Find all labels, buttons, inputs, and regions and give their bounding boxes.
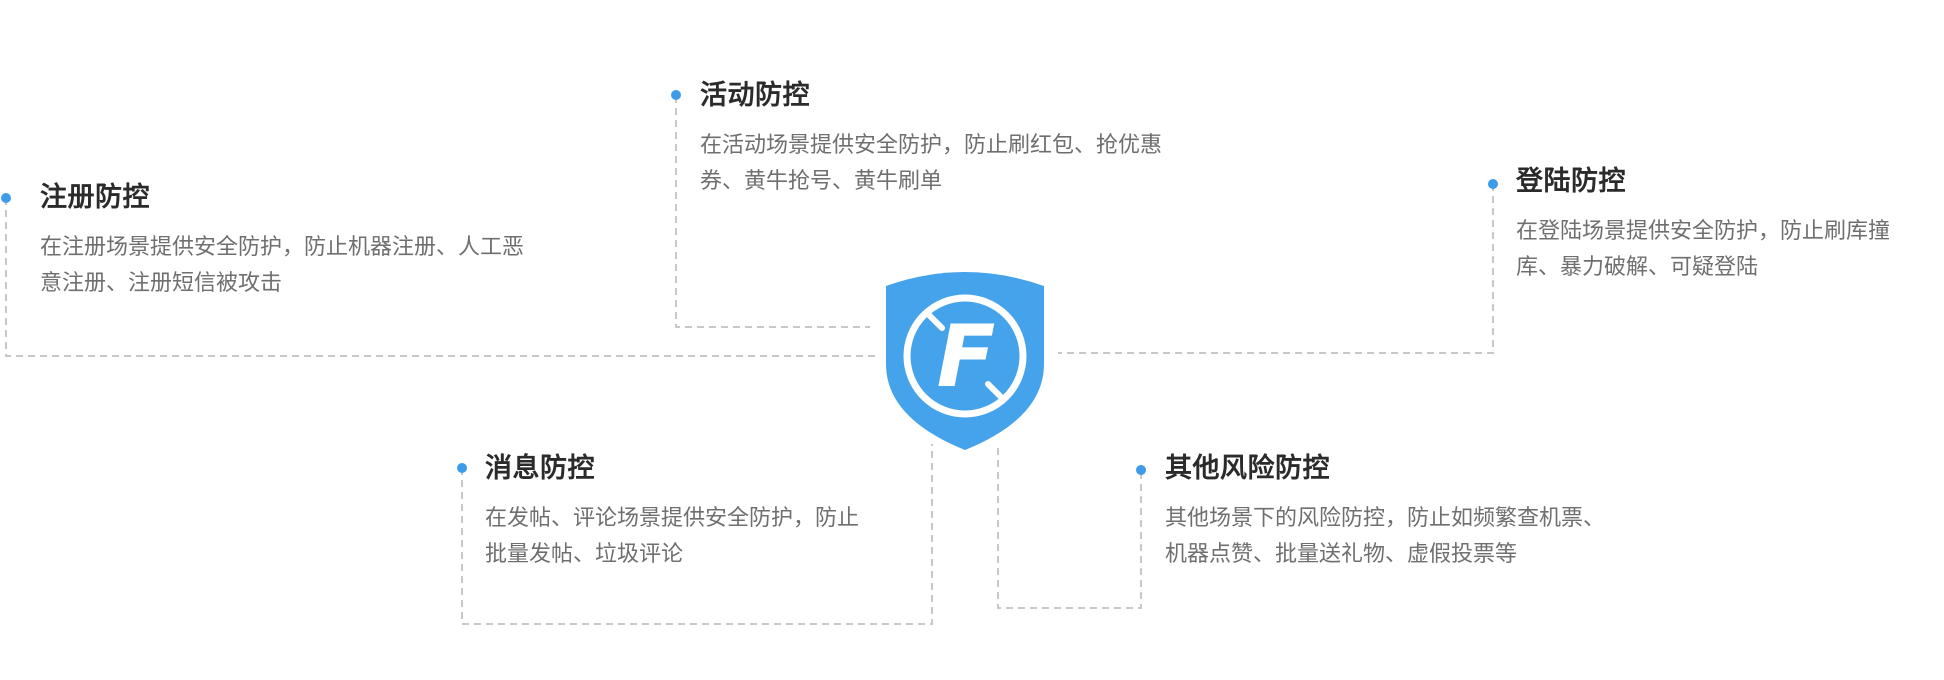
bullet-dot — [671, 90, 681, 100]
block-title: 其他风险防控 — [1165, 453, 1330, 484]
logo-ring — [903, 294, 1027, 418]
bullet-dot — [1136, 465, 1146, 475]
bullet-dot — [1, 193, 11, 203]
connector-other — [997, 446, 1142, 609]
block-title: 消息防控 — [485, 453, 595, 484]
logo-letter: F — [937, 307, 996, 407]
description-line: 在发帖、评论场景提供安全防护，防止 — [485, 506, 860, 531]
connector-login — [1058, 184, 1494, 354]
description-line: 库、暴力破解、可疑登陆 — [1516, 255, 1759, 280]
connector-register — [5, 198, 880, 357]
block-description: 在发帖、评论场景提供安全防护，防止 批量发帖、垃圾评论 — [485, 501, 859, 573]
block-description: 其他场景下的风险防控，防止如频繁查机票、 机器点赞、批量送礼物、虚假投票等 — [1165, 501, 1605, 573]
block-title: 登陆防控 — [1516, 166, 1626, 197]
bullet-dot — [457, 463, 467, 473]
description-line: 在注册场景提供安全防护，防止机器注册、人工恶 — [40, 235, 525, 260]
block-title: 注册防控 — [40, 182, 150, 213]
block-description: 在登陆场景提供安全防护，防止刷库撞 库、暴力破解、可疑登陆 — [1516, 214, 1890, 286]
bullet-dot — [1488, 179, 1498, 189]
description-line: 机器点赞、批量送礼物、虚假投票等 — [1165, 542, 1518, 567]
description-line: 在活动场景提供安全防护，防止刷红包、抢优惠 — [700, 133, 1163, 158]
connector-message — [461, 444, 933, 625]
block-title: 活动防控 — [700, 80, 810, 111]
connector-activity — [675, 96, 870, 328]
description-line: 批量发帖、垃圾评论 — [485, 542, 684, 567]
description-line: 其他场景下的风险防控，防止如频繁查机票、 — [1165, 506, 1606, 531]
description-line: 券、黄牛抢号、黄牛刷单 — [700, 169, 943, 194]
description-line: 在登陆场景提供安全防护，防止刷库撞 — [1516, 219, 1891, 244]
block-description: 在活动场景提供安全防护，防止刷红包、抢优惠 券、黄牛抢号、黄牛刷单 — [700, 128, 1162, 200]
description-line: 意注册、注册短信被攻击 — [40, 271, 283, 296]
ring-slash-bottom — [985, 381, 1005, 401]
ring-slash-top — [925, 311, 945, 331]
shield-f-logo-icon: F — [886, 272, 1044, 450]
block-description: 在注册场景提供安全防护，防止机器注册、人工恶 意注册、注册短信被攻击 — [40, 230, 524, 302]
